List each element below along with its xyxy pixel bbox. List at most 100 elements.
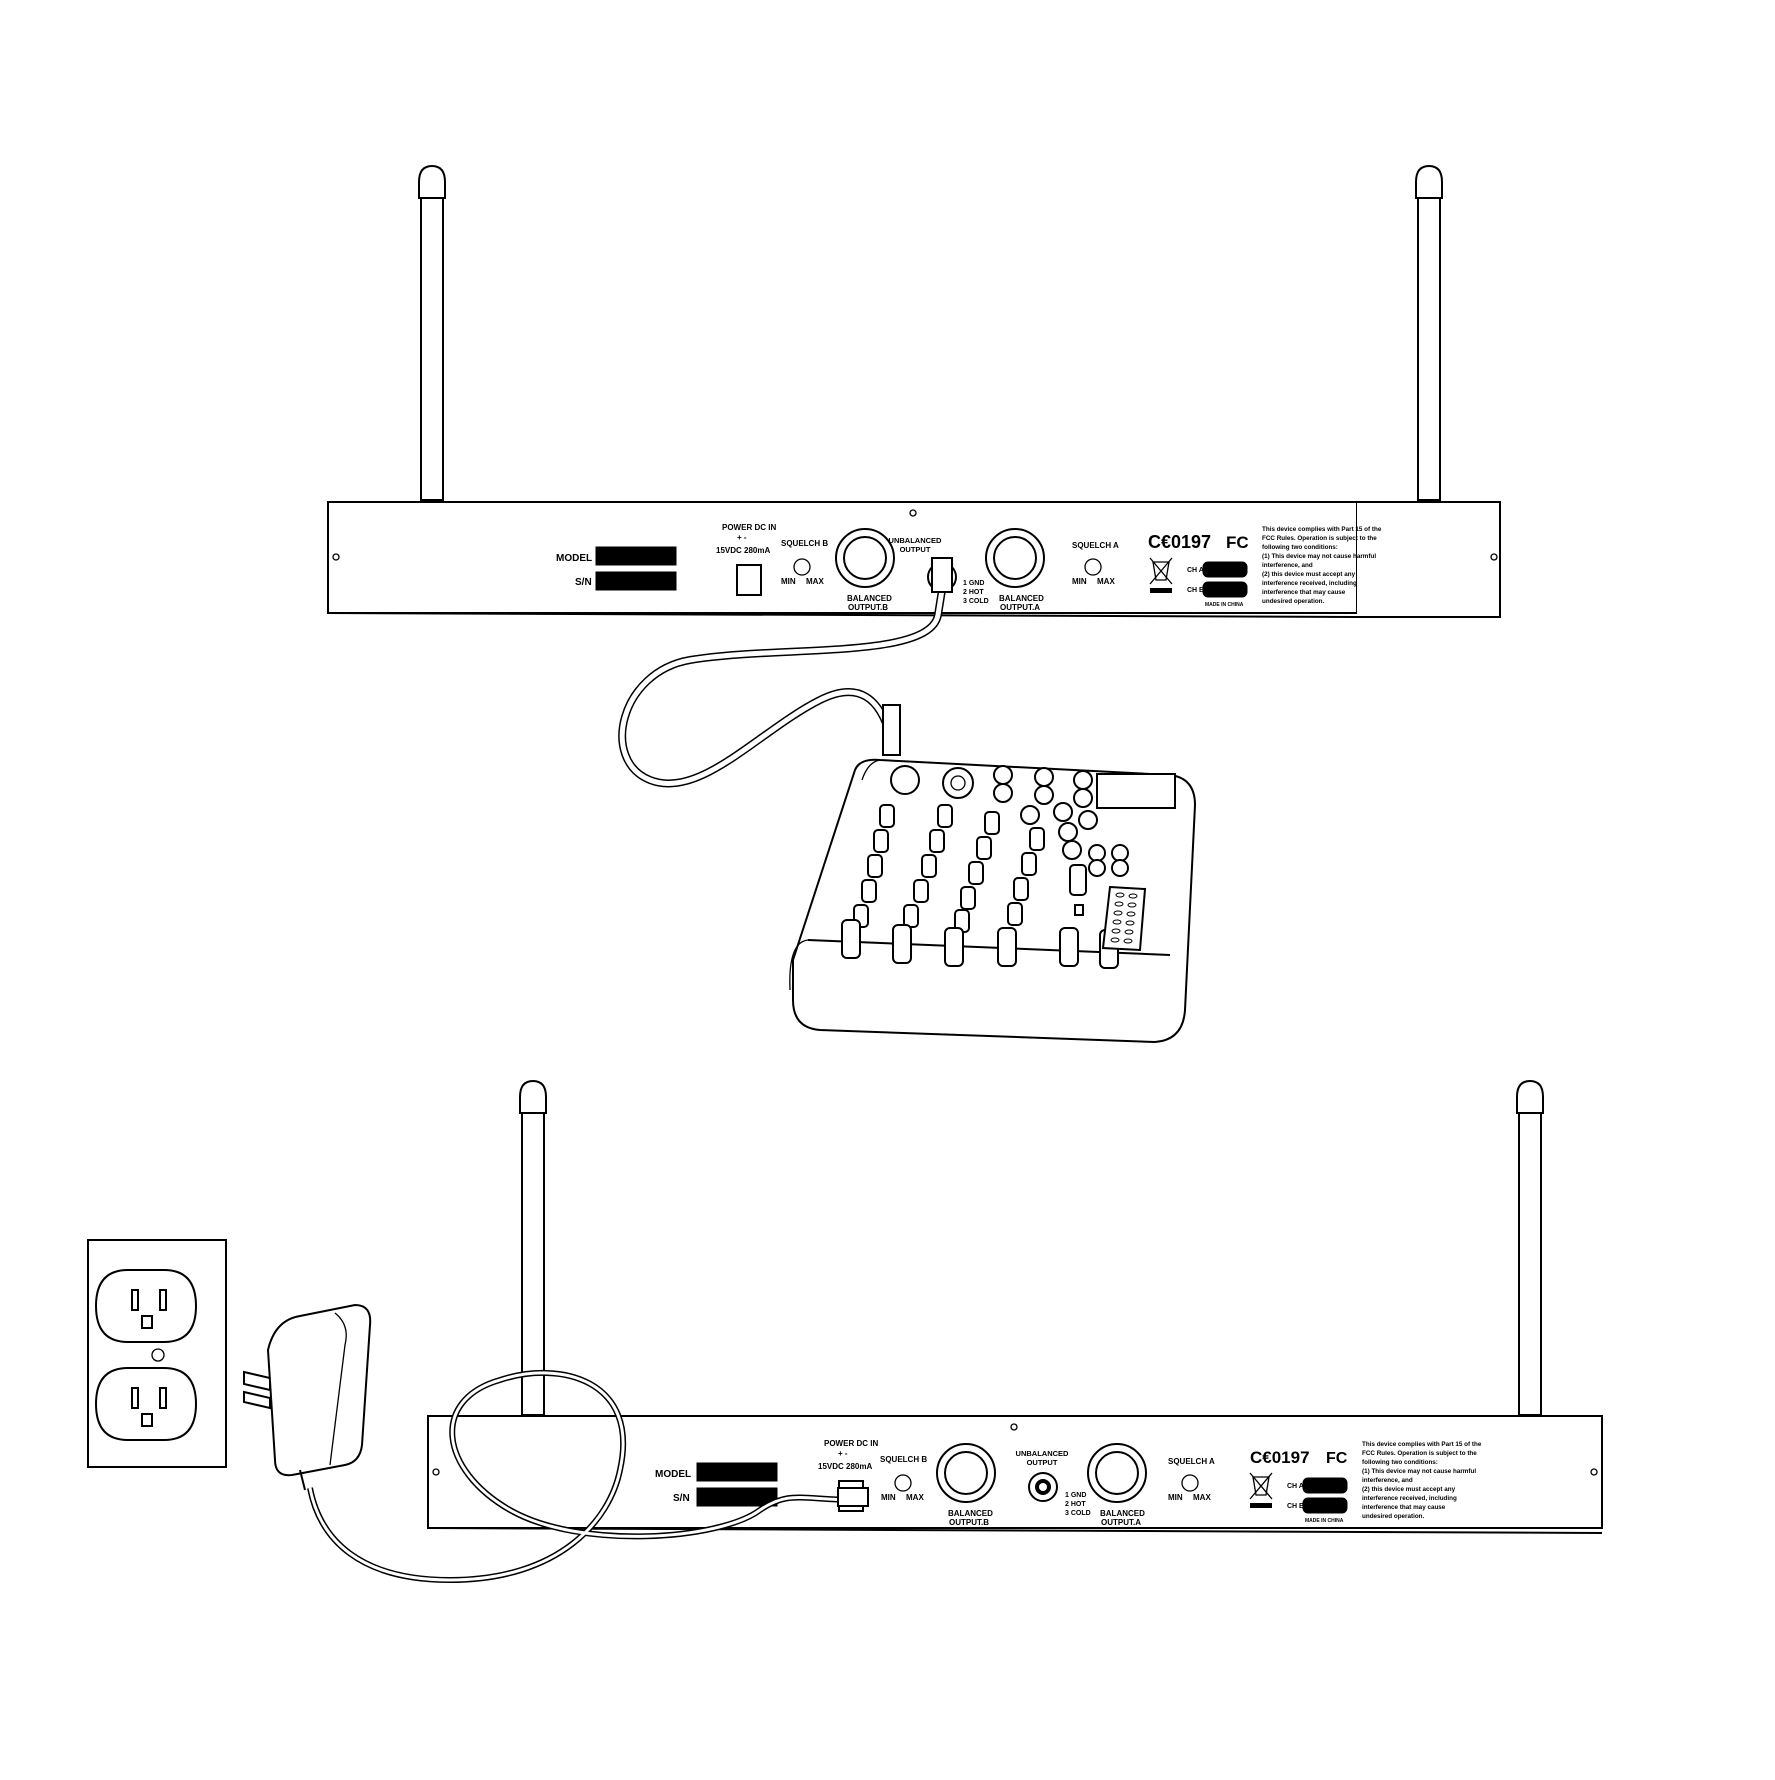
outlet-socket-upper xyxy=(94,1269,198,1343)
top-model-plate xyxy=(595,546,677,566)
top-balanced-b-line2: OUTPUT.B xyxy=(848,603,888,612)
bottom-ch-b-label: CH B xyxy=(1287,1503,1304,1510)
top-fcc-line: (2) this device must accept any xyxy=(1262,571,1356,578)
bottom-fcc-line: interference, and xyxy=(1362,1477,1413,1484)
bottom-sn-label: S/N xyxy=(673,1493,690,1504)
top-fcc-line: interference, and xyxy=(1262,562,1313,569)
top-balanced-a-line1: BALANCED xyxy=(999,594,1044,603)
bottom-balanced-output-a-connector xyxy=(1087,1443,1147,1503)
bottom-squelch-b-max: MAX xyxy=(906,1493,924,1502)
bottom-made-in: MADE IN CHINA xyxy=(1305,1518,1344,1524)
top-fcc-line: interference received, including xyxy=(1262,580,1357,587)
top-fcc-statement: This device complies with Part 15 of the… xyxy=(1262,526,1382,605)
bottom-power-spec: 15VDC 280mA xyxy=(818,1462,872,1471)
top-power-spec: 15VDC 280mA xyxy=(716,546,770,555)
top-squelch-a-knob xyxy=(1084,558,1102,576)
top-balanced-b-line1: BALANCED xyxy=(847,594,892,603)
bottom-fcc-line: FCC Rules. Operation is subject to the xyxy=(1362,1450,1477,1457)
mixer-plug xyxy=(882,704,901,756)
top-ch-a-plate xyxy=(1202,561,1248,578)
top-fcc-line: This device complies with Part 15 of the xyxy=(1262,526,1382,533)
top-ch-b-plate xyxy=(1202,581,1248,598)
top-fcc-line: interference that may cause xyxy=(1262,589,1346,596)
bottom-ch-b-plate xyxy=(1302,1497,1348,1514)
power-cord xyxy=(307,1369,869,1584)
bottom-sn-plate xyxy=(696,1487,778,1507)
top-squelch-b-knob xyxy=(793,558,811,576)
top-jack-plug xyxy=(931,557,953,593)
top-pin2: 2 HOT xyxy=(963,589,984,596)
top-pin1: 1 GND xyxy=(963,580,984,587)
top-fcc-line: undesired operation. xyxy=(1262,598,1325,605)
outlet-screw xyxy=(151,1348,165,1362)
bottom-fcc-line: undesired operation. xyxy=(1362,1513,1425,1520)
top-power-title: POWER DC IN xyxy=(722,523,776,532)
top-fcc-line: (1) This device may not cause harmful xyxy=(1262,553,1376,560)
top-weee-bin-icon xyxy=(1149,557,1173,593)
bottom-pin2: 2 HOT xyxy=(1065,1501,1086,1508)
bottom-fcc-line: (1) This device may not cause harmful xyxy=(1362,1468,1476,1475)
bottom-fcc-line: interference received, including xyxy=(1362,1495,1457,1502)
bottom-unbalanced-line1: UNBALANCED xyxy=(1016,1449,1069,1458)
top-squelch-b-label: SQUELCH B xyxy=(781,539,828,548)
top-squelch-a-label: SQUELCH A xyxy=(1072,541,1119,550)
top-receiver: MODEL S/N POWER DC IN + - 15VDC 280mA SQ… xyxy=(327,164,1501,618)
bottom-fcc-line: (2) this device must accept any xyxy=(1362,1486,1456,1493)
bottom-balanced-b-line1: BALANCED xyxy=(948,1509,993,1518)
top-pin3: 3 COLD xyxy=(963,598,989,605)
top-ce-mark: C€0197 xyxy=(1148,532,1211,552)
top-unbalanced-line1: UNBALANCED xyxy=(889,536,942,545)
top-squelch-a-max: MAX xyxy=(1097,577,1115,586)
bottom-power-title: POWER DC IN xyxy=(824,1439,878,1448)
top-left-antenna xyxy=(418,164,446,501)
bottom-pin1: 1 GND xyxy=(1065,1492,1086,1499)
bottom-ch-a-plate xyxy=(1302,1477,1348,1494)
bottom-model-label: MODEL xyxy=(655,1469,691,1480)
mixer-level-meter xyxy=(1101,885,1147,952)
bottom-right-antenna xyxy=(1516,1079,1544,1416)
bottom-unbalanced-jack xyxy=(1028,1472,1058,1502)
mixer-channel-knobs xyxy=(841,804,1119,969)
bottom-fcc-line: interference that may cause xyxy=(1362,1504,1446,1511)
top-power-jack xyxy=(736,564,762,596)
top-ch-a-label: CH A xyxy=(1187,567,1204,574)
audio-mixer xyxy=(789,758,1197,1044)
bottom-squelch-b-min: MIN xyxy=(881,1493,896,1502)
top-unbalanced-line2: OUTPUT xyxy=(900,545,931,554)
bottom-left-antenna xyxy=(519,1079,547,1416)
top-sn-plate xyxy=(595,571,677,591)
mixer-input-row xyxy=(890,765,1098,860)
top-fcc-line: FCC Rules. Operation is subject to the xyxy=(1262,535,1377,542)
outlet-socket-lower xyxy=(94,1367,198,1441)
top-fc-mark: FC xyxy=(1226,533,1249,552)
top-balanced-output-b-connector xyxy=(835,528,895,588)
bottom-squelch-b-knob xyxy=(894,1474,912,1492)
top-balanced-output-a-connector xyxy=(985,528,1045,588)
bottom-balanced-a-line2: OUTPUT.A xyxy=(1101,1518,1141,1527)
audio-cable xyxy=(618,557,953,788)
dc-plug xyxy=(837,1487,869,1507)
top-ch-b-label: CH B xyxy=(1187,587,1204,594)
bottom-squelch-a-knob xyxy=(1181,1474,1199,1492)
bottom-ce-mark: C€0197 xyxy=(1250,1448,1310,1467)
power-adapter xyxy=(243,1303,372,1491)
bottom-fcc-line: following two conditions: xyxy=(1362,1459,1438,1466)
mixer-display xyxy=(1096,773,1176,809)
bottom-unbalanced-line2: OUTPUT xyxy=(1027,1458,1058,1467)
bottom-squelch-a-label: SQUELCH A xyxy=(1168,1457,1215,1466)
top-squelch-b-min: MIN xyxy=(781,577,796,586)
mixer-rca-jacks xyxy=(1088,844,1129,877)
bottom-receiver: MODEL S/N POWER DC IN + - 15VDC 280mA SQ… xyxy=(427,1079,1603,1534)
bottom-squelch-b-label: SQUELCH B xyxy=(880,1455,927,1464)
top-squelch-b-max: MAX xyxy=(806,577,824,586)
bottom-balanced-b-line2: OUTPUT.B xyxy=(949,1518,989,1527)
top-power-polarity: + - xyxy=(737,533,747,542)
top-squelch-a-min: MIN xyxy=(1072,577,1087,586)
bottom-squelch-a-min: MIN xyxy=(1168,1493,1183,1502)
bottom-balanced-a-line1: BALANCED xyxy=(1100,1509,1145,1518)
bottom-fc-mark: FC xyxy=(1326,1450,1348,1467)
bottom-model-plate xyxy=(696,1462,778,1482)
bottom-ch-a-label: CH A xyxy=(1287,1483,1304,1490)
